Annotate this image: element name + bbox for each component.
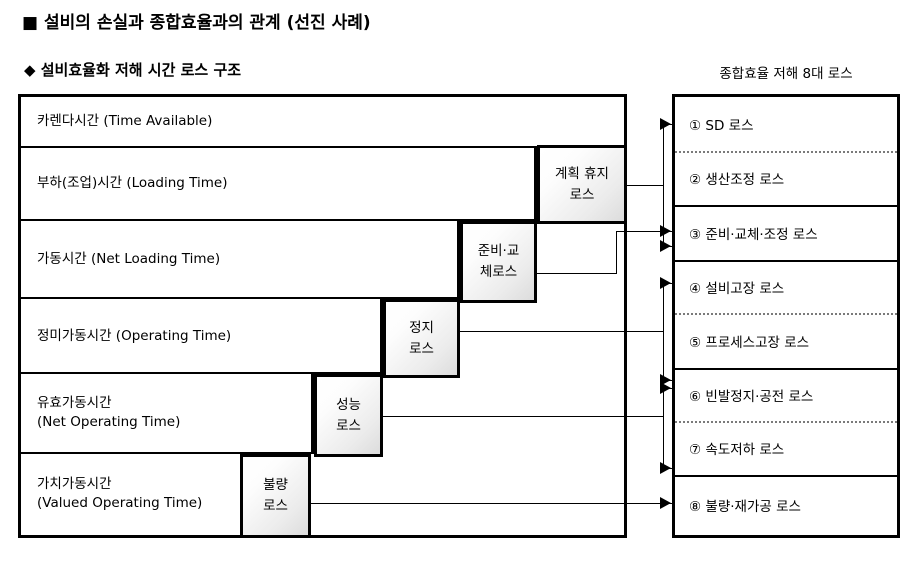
time-row-valued-operating: 가치가동시간 (Valued Operating Time) [21,454,243,535]
time-row-net-loading: 가동시간 (Net Loading Time) [21,221,460,299]
loss-box-label: 정지 로스 [409,319,434,357]
arrow-to-loss-8 [660,497,671,509]
loss-box-stoppage: 정지 로스 [383,299,460,378]
loss-item-4[interactable]: ④ 설비고장 로스 [675,260,897,313]
loss-item-3[interactable]: ③ 준비·교체·조정 로스 [675,205,897,260]
separator-4-5 [675,313,897,315]
loss-item-label: ① SD 로스 [689,118,754,134]
separator-7-8 [675,475,897,477]
loss-box-defect: 불량 로스 [240,454,311,538]
loss-item-8[interactable]: ⑧ 불량·재가공 로스 [675,475,897,535]
time-row-label: 카렌다시간 (Time Available) [37,113,213,129]
loss-item-label: ⑥ 빈발정지·공전 로스 [689,388,814,405]
time-row-calendar: 카렌다시간 (Time Available) [21,97,624,148]
connector-planned-riser [663,124,664,246]
separator-5-6 [675,368,897,370]
section-title: ◆ 설비효율화 저해 시간 로스 구조 [24,61,242,79]
time-row-loading: 부하(조업)시간 (Loading Time) [21,148,537,221]
staircase-edge-operating [380,299,383,374]
staircase-edge-loading [534,148,537,221]
loss-box-performance: 성능 로스 [314,374,383,457]
connector-setup-riser [616,231,617,274]
loss-item-label: ⑤ 프로세스고장 로스 [689,334,810,351]
time-row-label: 유효가동시간 (Net Operating Time) [37,395,181,430]
separator-2-3 [675,205,897,207]
page-title: ■ 설비의 손실과 종합효율과의 관계 (선진 사례) [22,13,371,33]
loss-item-7[interactable]: ⑦ 속도저하 로스 [675,421,897,475]
arrow-to-loss-3 [660,225,671,237]
loss-item-label: ④ 설비고장 로스 [689,280,785,297]
arrow-to-loss-5 [660,374,671,386]
loss-box-label: 성능 로스 [336,396,361,434]
arrow-to-loss-6 [660,382,671,394]
staircase-edge-net-operating [311,374,314,454]
loss-item-5[interactable]: ⑤ 프로세스고장 로스 [675,313,897,368]
loss-item-6[interactable]: ⑥ 빈발정지·공전 로스 [675,368,897,421]
loss-item-label: ③ 준비·교체·조정 로스 [689,226,818,243]
loss-item-label: ⑦ 속도저하 로스 [689,442,785,458]
arrow-to-loss-7 [660,462,671,474]
loss-box-setup-changeover: 준비·교 체로스 [460,221,537,303]
connector-setup-stem [537,273,617,274]
time-row-label: 부하(조업)시간 (Loading Time) [37,175,228,191]
loss-box-planned-shutdown: 계획 휴지 로스 [537,145,627,224]
time-row-label: 가동시간 (Net Loading Time) [37,251,221,267]
connector-planned-stem [627,185,664,186]
loss-box-label: 계획 휴지 로스 [555,165,609,203]
connector-defect-to-8 [311,503,673,504]
loss-box-label: 불량 로스 [263,477,288,514]
loss-box-label: 준비·교 체로스 [477,243,520,280]
separator-3-4 [675,260,897,262]
loss-item-label: ⑧ 불량·재가공 로스 [689,499,801,515]
time-row-net-operating: 유효가동시간 (Net Operating Time) [21,374,314,454]
connector-performance-riser [663,388,664,468]
eight-losses-panel: ① SD 로스 ② 생산조정 로스 ③ 준비·교체·조정 로스 ④ 설비고장 로… [672,94,900,538]
connector-performance-stem [383,416,664,417]
separator-1-2 [675,151,897,153]
time-row-label: 가치가동시간 (Valued Operating Time) [37,476,203,511]
arrow-to-loss-2 [660,240,671,252]
staircase-edge-net-loading [457,221,460,299]
time-row-operating: 정미가동시간 (Operating Time) [21,299,383,374]
connector-setup-to-3 [616,231,673,232]
connector-stoppage-riser [663,283,664,380]
loss-item-1[interactable]: ① SD 로스 [675,97,897,151]
loss-item-2[interactable]: ② 생산조정 로스 [675,151,897,205]
time-structure-table: 카렌다시간 (Time Available) 부하(조업)시간 (Loading… [18,94,627,538]
arrow-to-loss-1 [660,118,671,130]
separator-6-7 [675,421,897,423]
time-row-label: 정미가동시간 (Operating Time) [37,328,232,344]
connector-stoppage-stem [460,331,664,332]
loss-item-label: ② 생산조정 로스 [689,172,785,188]
right-panel-title: 종합효율 저해 8대 로스 [719,66,853,82]
arrow-to-loss-4 [660,277,671,289]
